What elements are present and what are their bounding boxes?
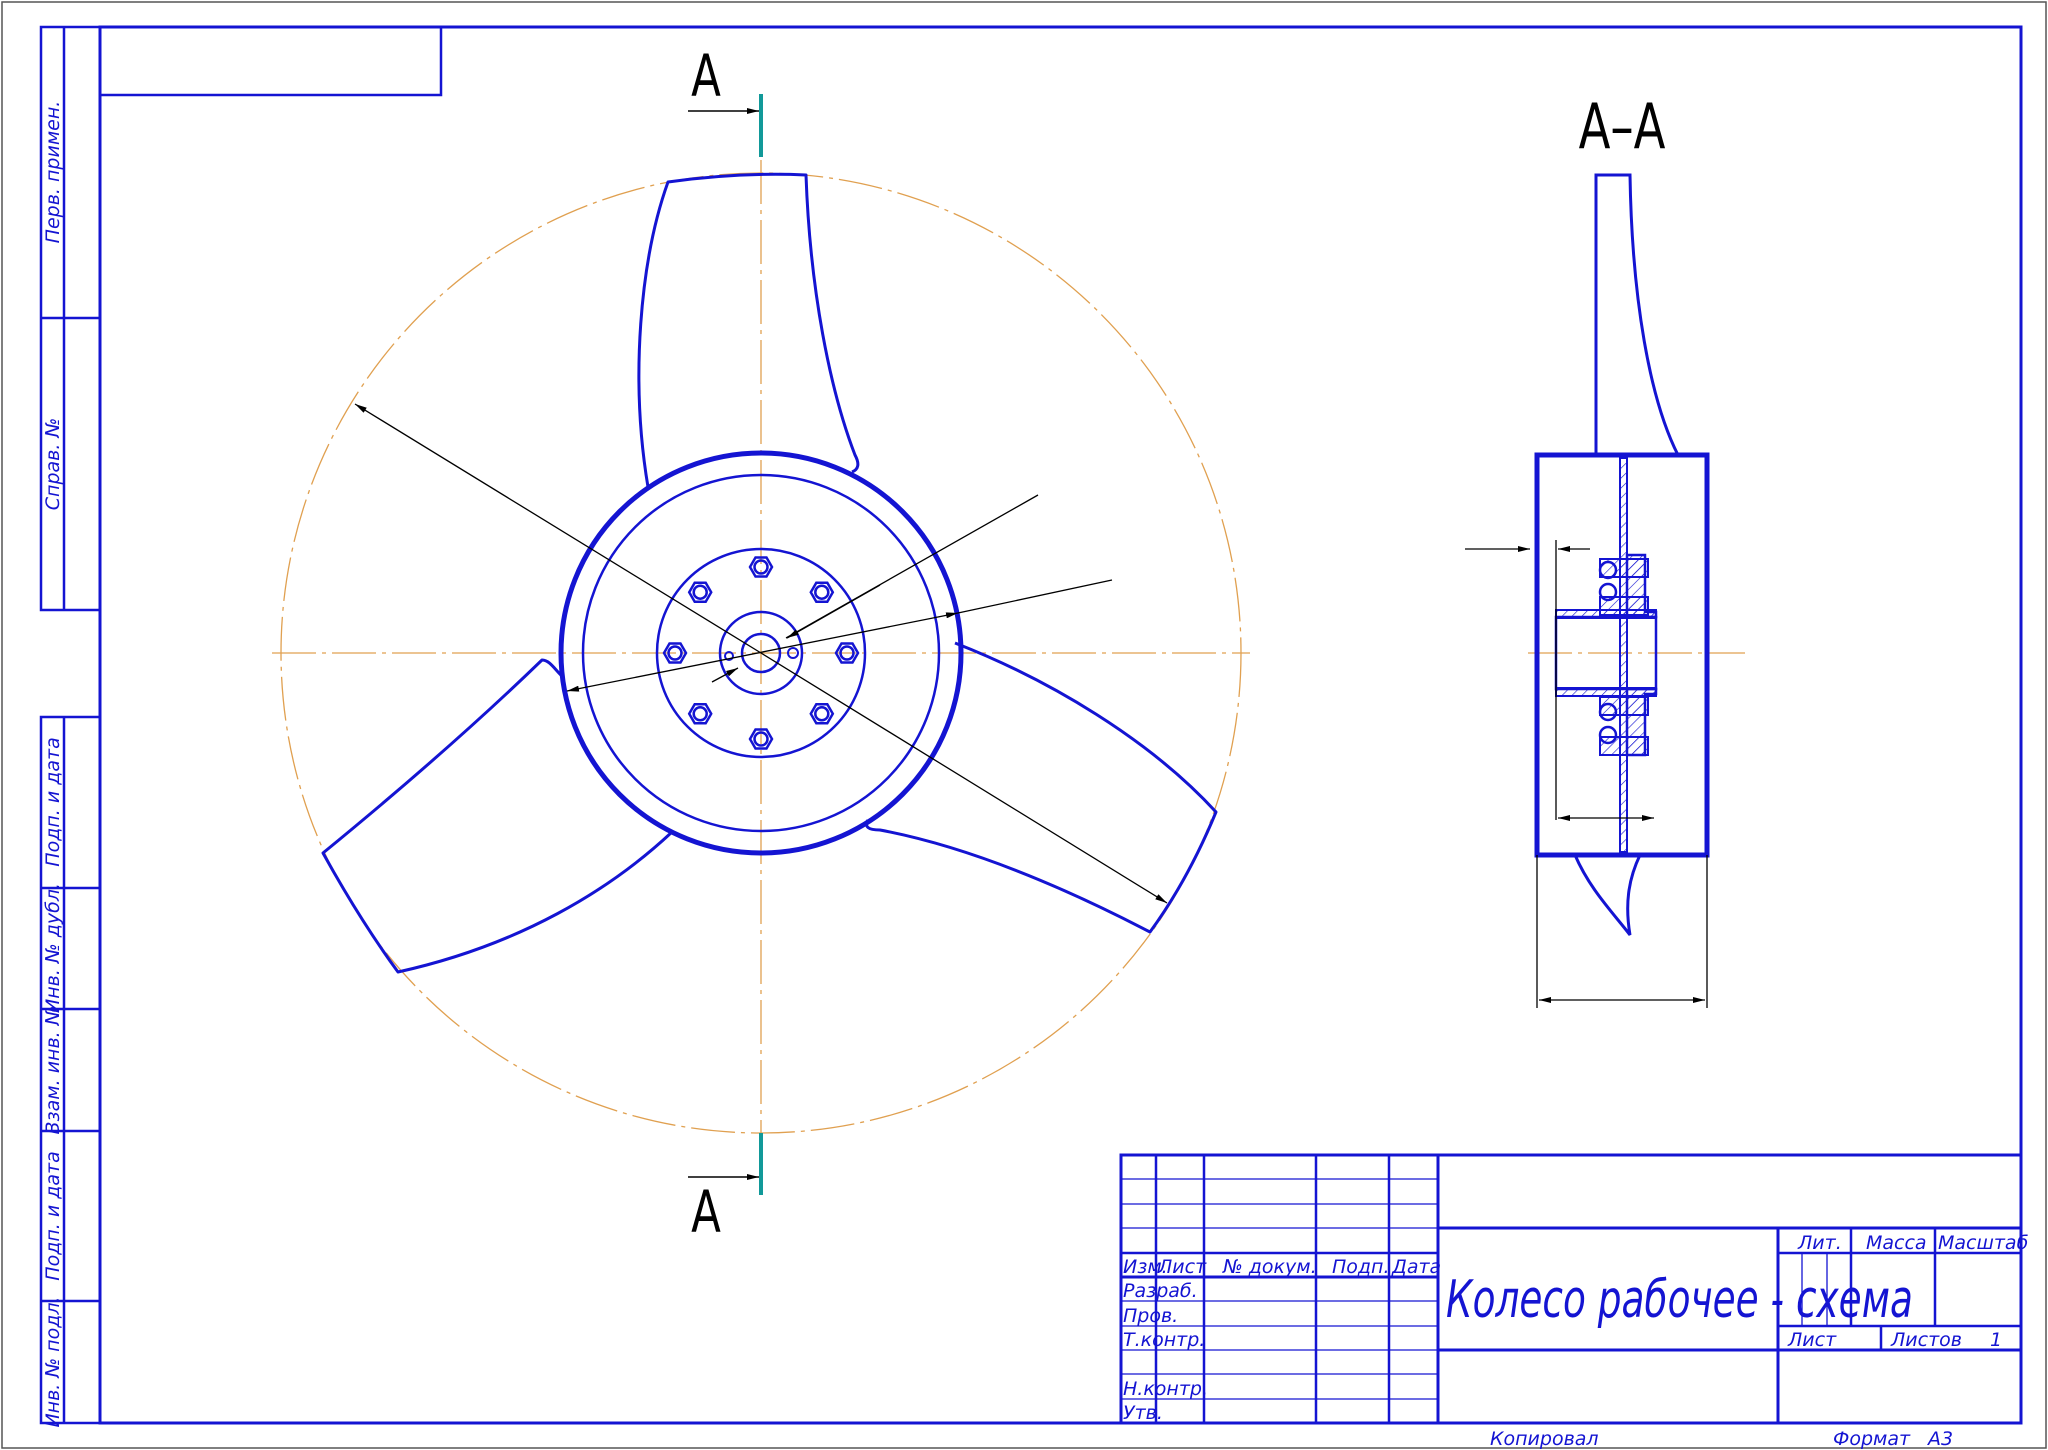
tb-razrab: Разраб. (1123, 1280, 1198, 1302)
side-sprav-no: Справ. № (42, 418, 64, 510)
side-vzam-inv: Взам. инв. № (42, 1005, 64, 1134)
tb-title: Колесо рабочее - схема (1446, 1269, 1913, 1330)
section-blade-bottom (1573, 854, 1642, 936)
dim-bore-arrow-2 (711, 667, 739, 683)
bolt-hole-2 (814, 584, 830, 600)
front-view: А А (272, 43, 1250, 1247)
section-blade-top (1594, 173, 1680, 456)
bolt-hole-8 (692, 584, 708, 600)
bolt-upper-nut (1599, 596, 1649, 616)
top-left-box (100, 27, 443, 97)
tb-utv: Утв. (1123, 1402, 1163, 1424)
section-letter-bottom: А (691, 1179, 721, 1247)
tb-tkontr: Т.контр. (1123, 1329, 1205, 1351)
bolt-hole-5 (753, 731, 769, 747)
drawing-frame (98, 25, 2023, 1425)
side-strip (39, 25, 102, 1425)
section-view: А–А (1465, 90, 1745, 1008)
bolt-head-6 (687, 703, 713, 725)
tb-lit: Лит. (1797, 1232, 1842, 1254)
tb-listov: Листов (1890, 1329, 1962, 1351)
bolt-lower-washer-1 (1598, 702, 1618, 722)
section-hub-outline (1534, 452, 1710, 858)
tb-massa: Масса (1866, 1232, 1927, 1254)
bolt-head-5 (748, 728, 774, 750)
section-blade-plate (1619, 457, 1628, 853)
bolt-head-2 (809, 581, 835, 603)
bolt-hole-1 (753, 559, 769, 575)
bolt-lower-nut (1599, 736, 1649, 756)
bolt-head-1 (748, 556, 774, 578)
footer-format-value: А3 (1926, 1428, 1953, 1450)
title-block (1119, 1153, 2023, 1425)
footer-format: Формат (1833, 1428, 1911, 1450)
bolt-head-4 (809, 703, 835, 725)
tb-listov-value: 1 (1990, 1329, 2002, 1351)
side-inv-dubl: Инв. № дубл. (42, 883, 64, 1013)
tb-prov: Пров. (1123, 1305, 1178, 1327)
dim-radius-outer-upper (354, 403, 762, 654)
footer-kopiroval: Копировал (1490, 1428, 1599, 1450)
hub-outer-ring (558, 450, 964, 856)
bolt-upper-washer-1 (1598, 560, 1618, 580)
section-letter-top: А (691, 43, 721, 111)
blade-right (865, 641, 1218, 934)
side-inv-podl: Инв. № подл. (42, 1296, 64, 1427)
tb-masshtab: Масштаб (1938, 1232, 2029, 1254)
side-perv-primen: Перв. примен. (42, 101, 64, 244)
bolt-hole-6 (692, 706, 708, 722)
bolt-lower-washer-2 (1598, 725, 1618, 745)
bolt-head-8 (687, 581, 713, 603)
dim-bore-arrow-1 (786, 584, 881, 639)
tb-header-list: Лист (1157, 1256, 1207, 1278)
blade-left (321, 658, 674, 974)
bolt-upper-washer-2 (1598, 582, 1618, 602)
dim-hub-leader (957, 579, 1113, 614)
tb-header-data: Дата (1391, 1256, 1441, 1278)
blade-top (637, 172, 860, 488)
side-podp-data-2: Подп. и дата (42, 1151, 64, 1280)
dim-hub-diameter (566, 612, 959, 692)
tb-nkontr: Н.контр. (1123, 1378, 1208, 1400)
dim-radius-outer-lower (760, 652, 1168, 904)
tb-header-podp: Подп. (1332, 1256, 1390, 1278)
bolt-hole-4 (814, 706, 830, 722)
tb-header-dokum: № докум. (1222, 1256, 1317, 1278)
side-podp-data-1: Подп. и дата (42, 737, 64, 866)
section-title: А–А (1579, 90, 1666, 162)
tb-list: Лист (1787, 1329, 1837, 1351)
bolt-lower-head (1599, 696, 1649, 716)
tb-header-izm: Изм. (1123, 1256, 1168, 1278)
